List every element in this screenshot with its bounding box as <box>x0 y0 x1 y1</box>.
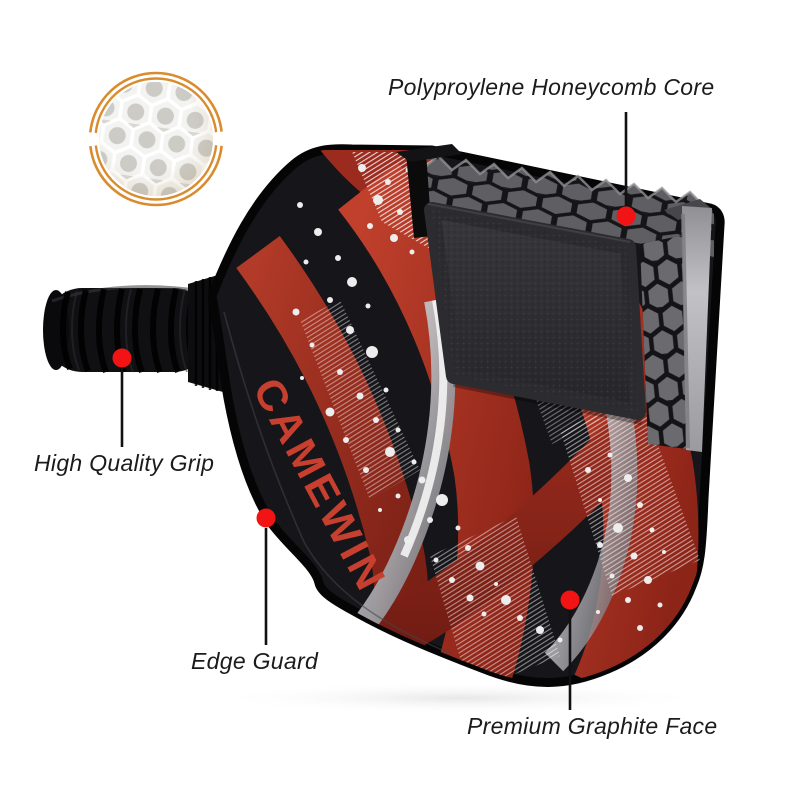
graphite-face-panel <box>424 202 646 425</box>
edge-guard-seam <box>223 311 453 655</box>
callout-label-grip: High Quality Grip <box>34 450 215 476</box>
honeycomb-detail-inset <box>88 71 224 207</box>
paddle-grip <box>43 285 210 374</box>
inset-ring-outer <box>88 71 224 207</box>
face-design: CAMEWIN <box>223 150 700 683</box>
callout-label-graphite-face: Premium Graphite Face <box>467 713 718 739</box>
callout-lines <box>120 112 628 710</box>
callout-dot-core <box>616 206 636 226</box>
inset-ring-inner <box>94 77 218 201</box>
grip-wrap-ridges <box>59 288 199 374</box>
white-dots <box>292 164 666 643</box>
callout-dot-grip <box>112 348 132 368</box>
callout-dot-edge <box>256 508 276 528</box>
honeycomb-top-highlight <box>425 154 713 213</box>
ground-shadow <box>210 682 710 714</box>
face-cut-cap <box>396 144 462 162</box>
callout-label-edge-guard: Edge Guard <box>191 648 319 674</box>
edge-strip <box>664 199 712 452</box>
callout-label-honeycomb-core: Polyproylene Honeycomb Core <box>388 74 715 100</box>
callout-dots <box>112 206 636 610</box>
pinstripe-bands <box>300 152 700 683</box>
callout-dot-face <box>560 590 580 610</box>
